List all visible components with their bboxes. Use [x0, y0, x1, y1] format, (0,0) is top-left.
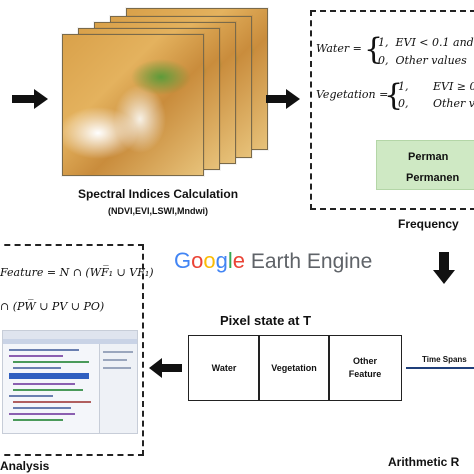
pixel-cell-other: Other Feature — [328, 335, 402, 401]
panel-line — [103, 359, 127, 361]
arrow-into-maps-icon — [12, 89, 48, 109]
veg-rule-lhs: Vegetation = — [316, 88, 392, 101]
earth-engine-wordmark: Earth Engine — [245, 250, 373, 273]
analysis-caption: Analysis — [0, 459, 50, 473]
code-line — [9, 349, 79, 351]
google-letter: g — [215, 248, 228, 273]
permanent-line-1: Perman — [408, 151, 449, 163]
google-letter: o — [191, 248, 204, 273]
google-letter: e — [232, 248, 246, 273]
arrow-to-rules-icon — [266, 89, 300, 109]
pixel-cell-other-label: Other Feature — [348, 356, 382, 379]
code-line — [9, 355, 63, 357]
code-line — [9, 413, 75, 415]
code-editor-screenshot — [2, 330, 138, 434]
arithmetic-caption: Arithmetic R — [388, 455, 460, 469]
permanent-line-2: Permanen — [406, 172, 460, 184]
panel-line — [103, 351, 133, 353]
rules-box — [310, 10, 474, 210]
permanent-class-box — [376, 140, 474, 190]
analysis-box — [0, 244, 144, 456]
veg-brace-icon: { — [384, 78, 404, 113]
code-line — [13, 367, 61, 369]
water-rule-lhs: Water = — [316, 42, 366, 55]
pixel-cell-water: Water — [188, 335, 260, 401]
veg-rule-case2: 0, Other va — [398, 97, 474, 110]
code-line — [13, 389, 83, 391]
editor-toolbar — [3, 331, 137, 339]
google-earth-engine-logo: Google Earth Engine — [174, 248, 372, 274]
feature-formula: Feature = N ∩ (WF̅₁ ∪ VF₁) — [0, 266, 154, 279]
water-rule-case2: 0, Other values — [378, 54, 467, 67]
veg-rule-case1: 1, EVI ≥ 0. — [398, 80, 474, 93]
pixel-cell-vegetation: Vegetation — [258, 335, 330, 401]
code-line — [13, 361, 89, 363]
water-rule-case1: 1, EVI < 0.1 and ( — [378, 36, 474, 49]
spectral-subtitle: (NDVI,EVI,LSWI,Mndwi) — [108, 206, 208, 216]
code-line — [13, 401, 91, 403]
google-letter: l — [227, 248, 233, 273]
spectral-title: Spectral Indices Calculation — [77, 187, 239, 201]
google-letter: o — [203, 248, 216, 273]
code-line — [13, 419, 63, 421]
arrow-down-icon — [433, 252, 455, 284]
time-spans-line — [406, 367, 474, 369]
pixel-state-title: Pixel state at T — [220, 313, 312, 328]
spectral-index-map-stack — [60, 0, 268, 180]
feature-formula-2: ∩ (PW̅ ∪ PV ∪ PO) — [0, 300, 105, 313]
code-line — [9, 373, 89, 379]
google-letter: G — [174, 248, 192, 273]
code-line — [13, 383, 75, 385]
editor-tabbar — [3, 339, 137, 344]
frequency-caption: Frequency — [398, 217, 459, 231]
arrow-to-analysis-icon — [149, 358, 182, 378]
pixel-cell-vegetation-label: Vegetation — [271, 362, 317, 373]
code-line — [9, 395, 53, 397]
panel-line — [103, 367, 131, 369]
index-map-layer-1 — [62, 34, 204, 176]
time-spans-label: Time Spans — [422, 355, 467, 364]
google-wordmark: Google — [174, 248, 245, 273]
code-line — [13, 407, 71, 409]
editor-side-panel — [99, 344, 137, 433]
water-brace-icon: { — [364, 32, 384, 67]
pixel-cell-water-label: Water — [211, 362, 237, 373]
